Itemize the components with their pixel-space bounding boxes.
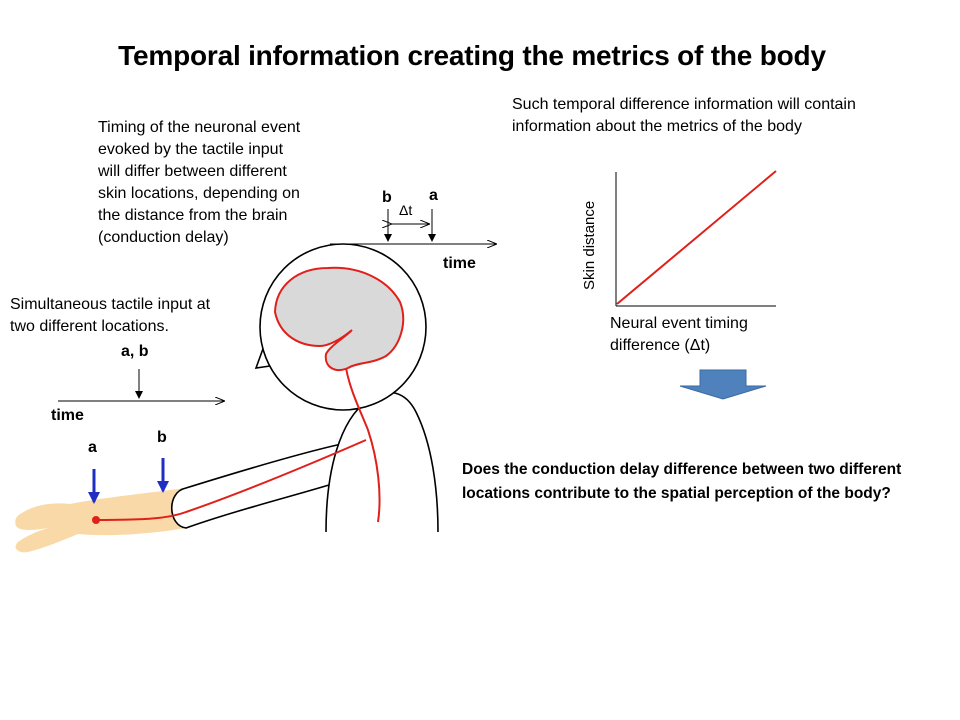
spinal-nerve: [345, 367, 381, 523]
conduction-note: Timing of the neuronal event evoked by t…: [98, 117, 300, 249]
simultaneous-event-label: a, b: [121, 343, 149, 360]
research-question: Does the conduction delay difference bet…: [462, 461, 902, 502]
graph-relation-line: [616, 170, 777, 305]
event-a-label: a: [429, 187, 438, 204]
metrics-note: Such temporal difference information wil…: [512, 94, 856, 138]
simultaneous-note-line: Simultaneous tactile input at: [10, 296, 211, 313]
torso-outline: [325, 391, 439, 533]
delta-t-label: Δt: [399, 202, 413, 218]
arm-label-a: a: [88, 439, 97, 456]
conduction-note-line: skin locations, depending on: [98, 185, 300, 202]
brain: [273, 266, 405, 372]
graph-x-label-line: difference (Δt): [610, 337, 711, 354]
event-b-label: b: [382, 189, 392, 206]
conduction-note-line: Timing of the neuronal event: [98, 119, 301, 136]
conduction-note-line: will differ between different: [98, 163, 287, 180]
head-nose: [254, 345, 271, 369]
simultaneous-note: Simultaneous tactile input at two differ…: [10, 294, 210, 338]
simultaneous-note-line: two different locations.: [10, 318, 169, 335]
conduction-note-line: the distance from the brain: [98, 207, 288, 224]
conduction-note-line: (conduction delay): [98, 229, 229, 246]
slide-title: Temporal information creating the metric…: [118, 40, 826, 71]
stimulus-point-a: [92, 516, 100, 524]
graph-x-label: Neural event timing difference (Δt): [610, 313, 748, 357]
arm-label-b: b: [157, 429, 167, 446]
right-time-label: time: [443, 255, 476, 272]
arm-nerve: [95, 439, 367, 521]
graph-y-label: Skin distance: [581, 201, 598, 290]
metrics-note-line: information about the metrics of the bod…: [512, 118, 802, 135]
metrics-note-line: Such temporal difference information wil…: [512, 96, 856, 113]
left-time-label: time: [51, 407, 84, 424]
down-arrow: [679, 369, 767, 400]
graph-x-label-line: Neural event timing: [610, 315, 748, 332]
conduction-note-line: evoked by the tactile input: [98, 141, 284, 158]
